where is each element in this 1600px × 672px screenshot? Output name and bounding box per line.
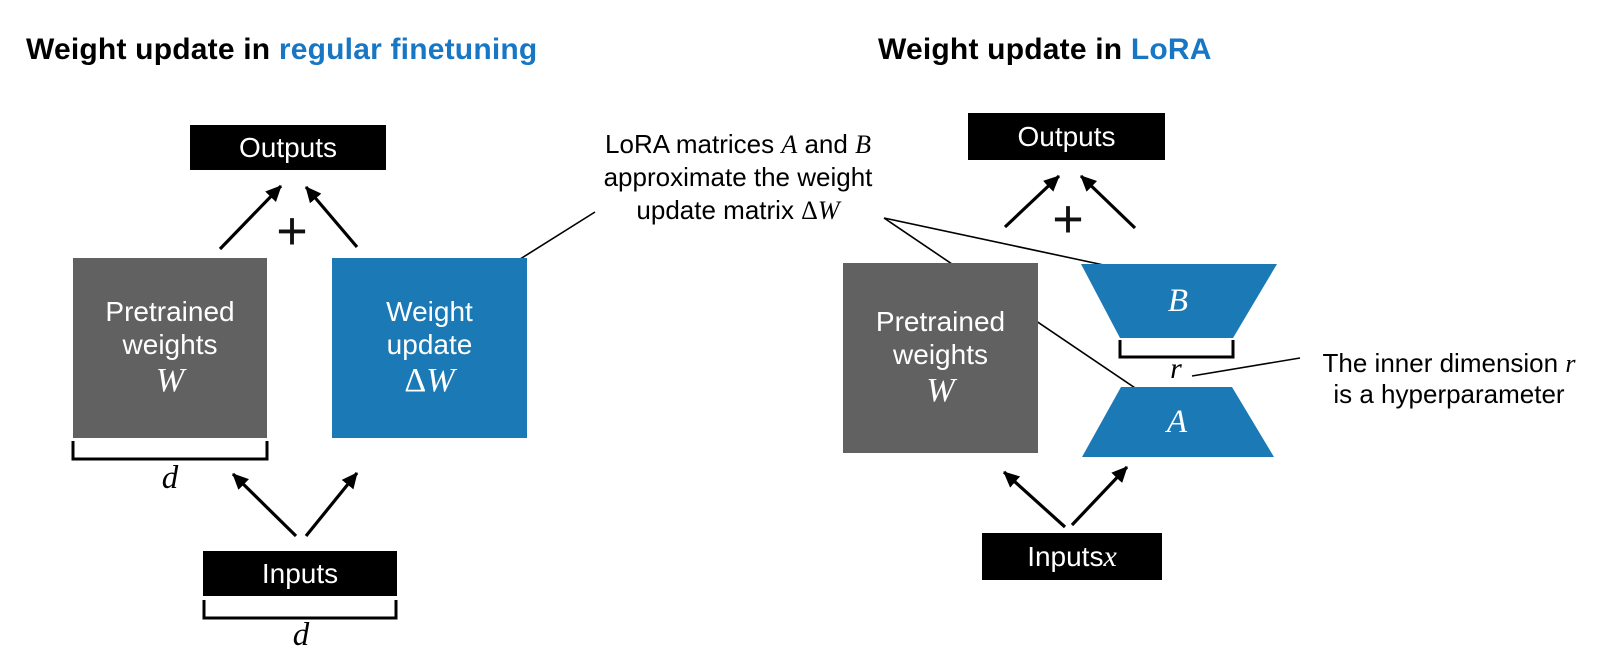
matrix-b-trapezoid: [1081, 264, 1277, 338]
right-title-prefix: Weight update in: [878, 33, 1131, 66]
weight-update-symbol-delta: Δ: [404, 362, 427, 399]
lora-note-line2: approximate the weight: [603, 162, 873, 192]
left-title-highlight: regular finetuning: [278, 33, 538, 66]
weight-update-symbol-w: W: [426, 362, 455, 399]
left-inputs-label: Inputs: [261, 557, 339, 589]
rank-note-line2: is a hyperparameter: [1333, 379, 1565, 409]
weight-update-line1: Weight: [386, 296, 473, 327]
lora-note-line1: LoRA matrices A and B: [605, 129, 871, 159]
note-symbol-w: W: [817, 196, 840, 225]
right-outputs-label: Outputs: [1017, 120, 1116, 152]
right-pretrained-weights-box: Pretrained weights W: [843, 263, 1038, 453]
weight-update-line2: update: [386, 329, 473, 360]
left-sum-arrows: [218, 184, 359, 538]
pretrained-line2: weights: [893, 339, 988, 370]
left-outputs-box: Outputs: [190, 125, 386, 170]
note-symbol-delta: Δ: [801, 196, 818, 225]
rank-note-symbol-r: r: [1565, 349, 1576, 378]
left-dim-d-inputs: d: [292, 617, 310, 653]
left-dim-d-weights: d: [161, 460, 179, 496]
dimension-brackets: [71, 340, 1235, 620]
right-title-highlight: LoRA: [1130, 33, 1212, 66]
left-title-prefix: Weight update in: [26, 33, 279, 66]
pretrained-line1: Pretrained: [105, 296, 235, 327]
right-title: Weight update in LoRA: [878, 33, 1212, 67]
note-symbol-b: B: [855, 130, 871, 159]
note-symbol-a: A: [781, 130, 798, 159]
right-sum-arrows: [1002, 174, 1137, 529]
pretrained-line1: Pretrained: [875, 306, 1006, 337]
left-plus-sign: +: [276, 201, 308, 261]
left-pretrained-weights-box: Pretrained weights W: [73, 258, 267, 438]
pretrained-line2: weights: [122, 329, 218, 360]
pretrained-symbol-w: W: [926, 372, 955, 409]
left-weight-update-box: Weight update ΔW: [332, 258, 527, 438]
lora-note-line3: update matrix ΔW: [636, 195, 840, 225]
rank-hyperparameter-note: The inner dimension r is a hyperparamete…: [1303, 348, 1595, 409]
right-outputs-box: Outputs: [968, 113, 1165, 160]
matrix-a-label: A: [1166, 403, 1188, 440]
rank-r-label: r: [1170, 352, 1182, 385]
lora-matrices-note: LoRA matrices A and B approximate the we…: [557, 128, 919, 227]
right-inputs-box: Inputs x: [982, 533, 1162, 580]
right-plus-sign: +: [1052, 189, 1084, 249]
matrix-b-label: B: [1167, 282, 1189, 319]
rank-note-line1: The inner dimension r: [1322, 348, 1576, 378]
inputs-symbol-x: x: [1103, 539, 1117, 573]
pretrained-symbol-w: W: [155, 362, 185, 399]
right-inputs-label: Inputs: [1027, 540, 1104, 572]
left-title: Weight update in regular finetuning: [26, 33, 537, 67]
left-outputs-label: Outputs: [238, 131, 338, 163]
matrix-a-trapezoid: [1082, 387, 1274, 457]
left-inputs-box: Inputs: [203, 551, 397, 596]
